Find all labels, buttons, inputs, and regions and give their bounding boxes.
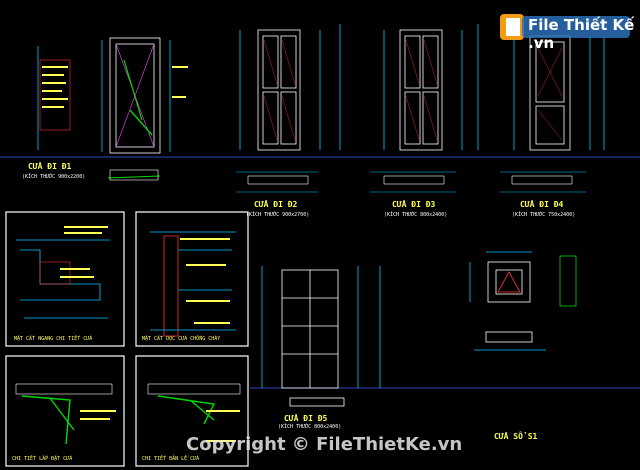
door-plans-row1 bbox=[236, 171, 586, 193]
detail-1-caption: MẶT CẮT NGANG CHI TIẾT CỬA bbox=[14, 336, 93, 342]
door-d3-subtitle: (KÍCH THƯỚC 800x2400) bbox=[384, 212, 448, 218]
door-d4-subtitle: (KÍCH THƯỚC 750x2400) bbox=[512, 212, 576, 218]
detail-2-section bbox=[150, 231, 236, 337]
door-d2-title: CỬA ĐI Đ2 bbox=[254, 200, 298, 209]
detail-annotation-lines bbox=[60, 226, 240, 442]
window-s1-elevation bbox=[469, 251, 577, 351]
detail-3-caption: CHI TIẾT LẮP ĐẶT CỬA bbox=[12, 456, 73, 462]
detail-4-caption: CHI TIẾT BẢN LỀ CỬA bbox=[142, 456, 200, 462]
watermark-logo-text: File Thiết Kế .vn bbox=[528, 16, 635, 52]
door-d4-elevation bbox=[513, 35, 605, 151]
door-d5-subtitle: (KÍCH THƯỚC 800x2400) bbox=[278, 424, 342, 430]
door-panel-hatching bbox=[263, 39, 563, 141]
door-d1-subtitle: (KÍCH THƯỚC 900x2200) bbox=[22, 174, 86, 180]
door-d2-elevation bbox=[239, 24, 341, 151]
filethietke-logo-icon bbox=[500, 14, 630, 40]
window-s1-title: CỬA SỔ S1 bbox=[494, 432, 538, 441]
detail-frames bbox=[5, 211, 249, 467]
door-d1-title: CỬA ĐI Đ1 bbox=[28, 162, 72, 171]
door-d1-plan bbox=[107, 169, 161, 181]
door-d1-elevation bbox=[37, 37, 171, 154]
door-d4-title: CỬA ĐI Đ4 bbox=[520, 200, 564, 209]
door-d1-annotations bbox=[42, 66, 188, 108]
door-d5-title: CỬA ĐI Đ5 bbox=[284, 414, 328, 423]
detail-3-hinge bbox=[15, 383, 113, 445]
watermark-copyright: Copyright © FileThietKe.vn bbox=[186, 434, 463, 455]
door-d2-subtitle: (KÍCH THƯỚC 900x2700) bbox=[246, 212, 310, 218]
detail-1-section bbox=[16, 239, 110, 319]
detail-4-hinge bbox=[147, 383, 241, 425]
door-d3-elevation bbox=[383, 24, 479, 151]
door-d3-title: CỬA ĐI Đ3 bbox=[392, 200, 436, 209]
detail-2-caption: MẶT CẮT DỌC CỬA CHỐNG CHÁY bbox=[142, 336, 221, 342]
door-d5-elevation bbox=[261, 266, 381, 407]
